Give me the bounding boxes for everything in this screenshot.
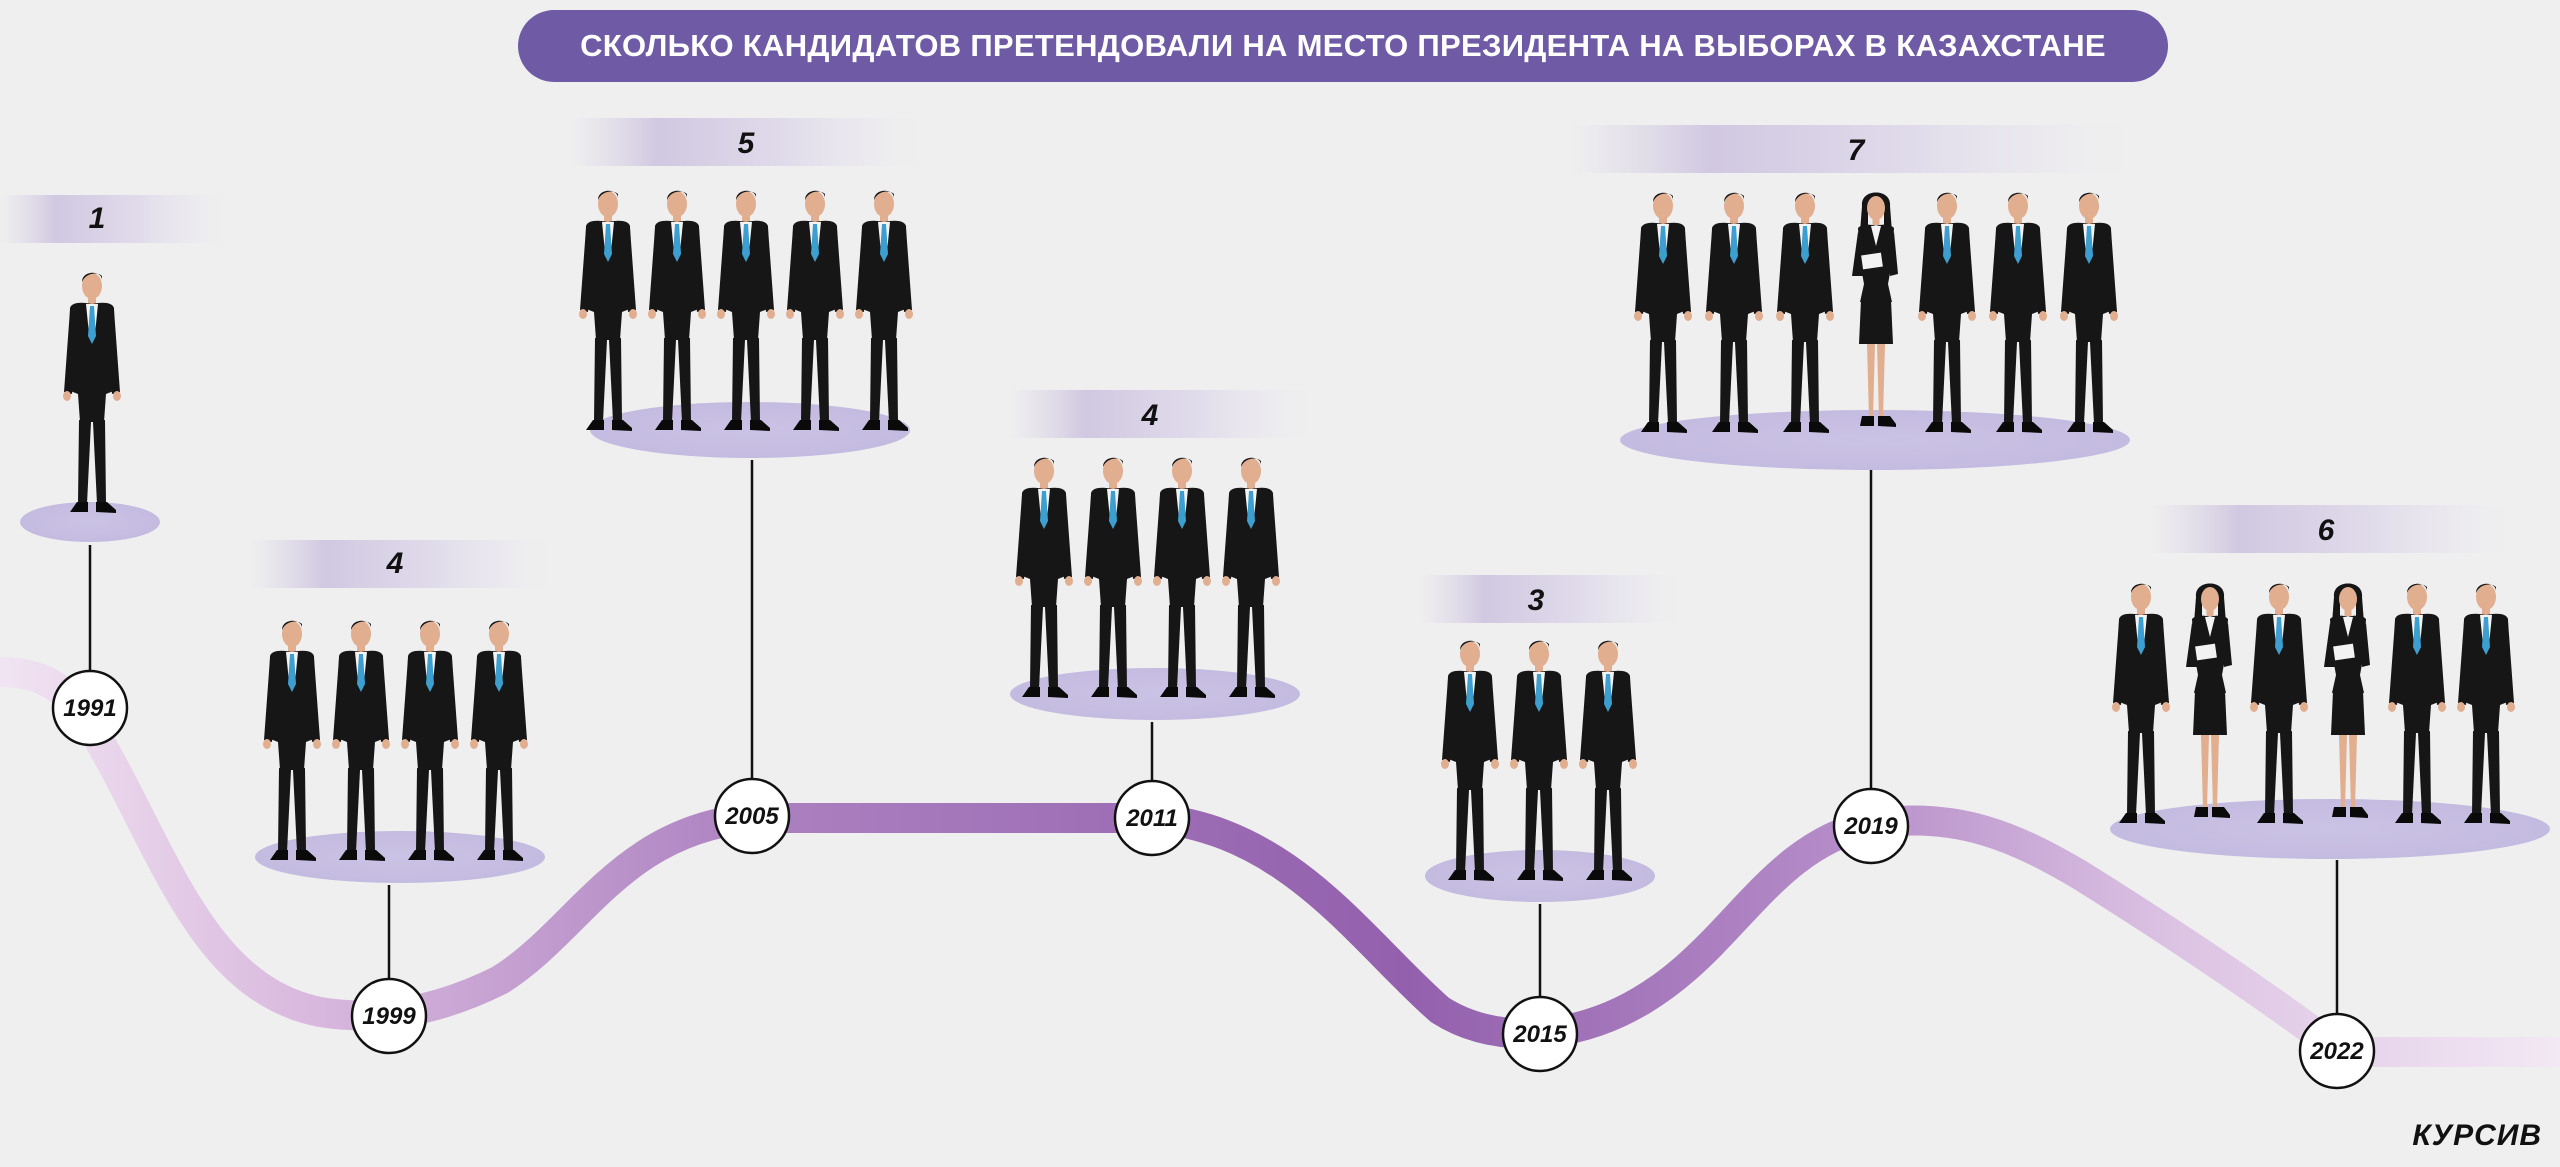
election-1991: 1 1991 bbox=[0, 195, 225, 747]
election-2022: 6 2022 bbox=[2110, 505, 2550, 1090]
year-node: 2011 bbox=[1113, 779, 1191, 857]
man-figure bbox=[1510, 640, 1568, 881]
man-figure bbox=[1705, 192, 1763, 433]
man-figure bbox=[1441, 640, 1499, 881]
count-band bbox=[0, 195, 225, 243]
year-node: 2005 bbox=[713, 777, 791, 855]
man-figure bbox=[332, 620, 390, 861]
election-2015: 3 2015 bbox=[1420, 575, 1680, 1073]
man-figure bbox=[1084, 457, 1142, 698]
timeline-curve bbox=[0, 657, 2560, 1067]
man-figure bbox=[786, 190, 844, 431]
brand-logo: КУРСИВ bbox=[2412, 1119, 2542, 1152]
candidate-count: 7 bbox=[1848, 134, 1866, 167]
title-banner: СКОЛЬКО КАНДИДАТОВ ПРЕТЕНДОВАЛИ НА МЕСТО… bbox=[518, 10, 2168, 82]
count-band bbox=[2150, 505, 2510, 553]
man-figure bbox=[401, 620, 459, 861]
woman-figure bbox=[2324, 583, 2370, 818]
platform-ellipse bbox=[1620, 410, 2130, 470]
year-label: 1999 bbox=[362, 1003, 416, 1030]
man-figure bbox=[1222, 457, 1280, 698]
candidate-count: 5 bbox=[738, 127, 756, 160]
man-figure bbox=[1918, 192, 1976, 433]
year-label: 2015 bbox=[1512, 1021, 1567, 1048]
year-label: 2022 bbox=[2309, 1038, 2364, 1065]
man-figure bbox=[1776, 192, 1834, 433]
man-figure bbox=[1634, 192, 1692, 433]
candidate-count: 4 bbox=[386, 547, 404, 580]
man-figure bbox=[2112, 583, 2170, 824]
platform-ellipse bbox=[1010, 668, 1300, 720]
election-2011: 4 2011 bbox=[1010, 390, 1310, 857]
year-label: 2011 bbox=[1125, 805, 1178, 832]
man-figure bbox=[648, 190, 706, 431]
year-label: 2005 bbox=[724, 803, 779, 830]
man-figure bbox=[717, 190, 775, 431]
election-2019: 7 2019 bbox=[1570, 125, 2130, 865]
election-2005: 5 2005 bbox=[570, 118, 920, 855]
candidate-count: 3 bbox=[1528, 584, 1545, 617]
platform-ellipse bbox=[2110, 799, 2550, 859]
count-band bbox=[1010, 390, 1310, 438]
man-figure bbox=[2060, 192, 2118, 433]
man-figure bbox=[1579, 640, 1637, 881]
count-band bbox=[1570, 125, 2130, 173]
man-figure bbox=[1015, 457, 1073, 698]
year-label: 2019 bbox=[1843, 813, 1898, 840]
platform-ellipse bbox=[20, 502, 160, 542]
candidate-count: 6 bbox=[2318, 514, 2335, 547]
man-figure bbox=[1153, 457, 1211, 698]
year-node: 2022 bbox=[2298, 1012, 2376, 1090]
election-1999: 4 1999 bbox=[250, 540, 550, 1055]
candidate-count: 4 bbox=[1141, 399, 1159, 432]
platform-ellipse bbox=[255, 831, 545, 883]
man-figure bbox=[2388, 583, 2446, 824]
man-figure bbox=[263, 620, 321, 861]
man-figure bbox=[63, 272, 121, 513]
year-node: 2019 bbox=[1832, 787, 1910, 865]
infographic-title: СКОЛЬКО КАНДИДАТОВ ПРЕТЕНДОВАЛИ НА МЕСТО… bbox=[580, 28, 2106, 63]
count-band bbox=[570, 118, 920, 166]
man-figure bbox=[855, 190, 913, 431]
count-band bbox=[1420, 575, 1680, 623]
man-figure bbox=[470, 620, 528, 861]
year-node: 1991 bbox=[51, 669, 129, 747]
candidate-count: 1 bbox=[89, 202, 106, 235]
year-node: 1999 bbox=[350, 977, 428, 1055]
man-figure bbox=[2457, 583, 2515, 824]
man-figure bbox=[1989, 192, 2047, 433]
year-label: 1991 bbox=[63, 695, 116, 722]
man-figure bbox=[579, 190, 637, 431]
woman-figure bbox=[2186, 583, 2232, 818]
year-node: 2015 bbox=[1501, 995, 1579, 1073]
man-figure bbox=[2250, 583, 2308, 824]
count-band bbox=[250, 540, 550, 588]
woman-figure bbox=[1852, 192, 1898, 427]
